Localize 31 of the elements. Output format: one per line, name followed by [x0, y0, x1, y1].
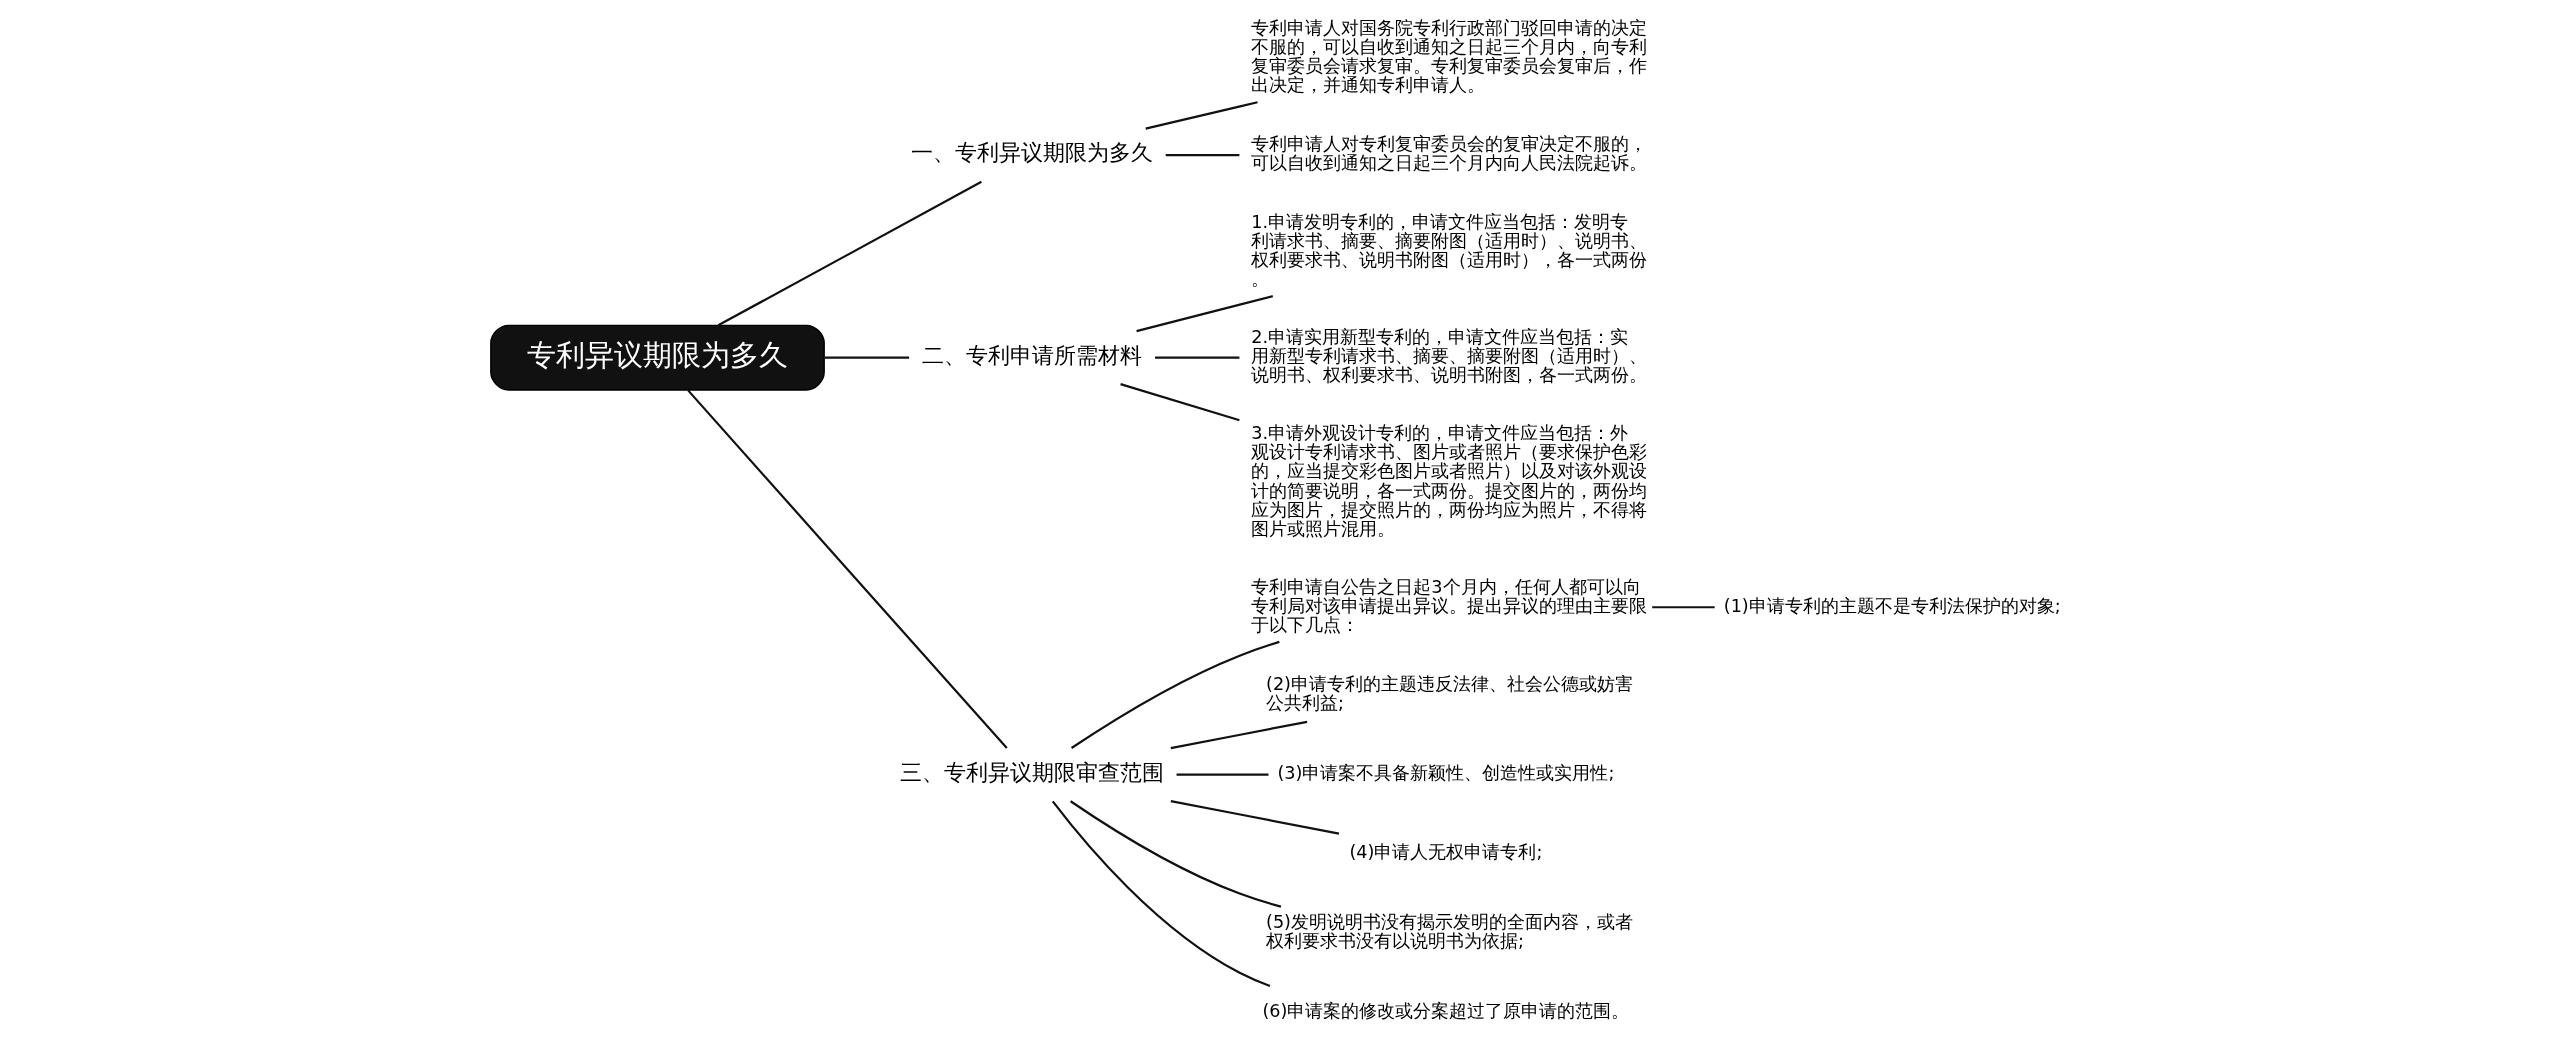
- connector: [1051, 800, 1271, 988]
- node-text: 二、专利申请所需材料: [921, 342, 1142, 368]
- connector: [1652, 606, 1715, 609]
- connector: [717, 180, 982, 327]
- connector: [1170, 800, 1340, 835]
- connector: [1070, 640, 1280, 749]
- connector: [1170, 720, 1308, 750]
- connector: [824, 356, 910, 359]
- connector: [1155, 356, 1240, 359]
- connector: [1120, 383, 1240, 422]
- node-text: (2)申请专利的主题违反法律、社会公德或妨害公共利益;: [1266, 674, 1634, 714]
- node-text: (1)申请专利的主题不是专利法保护的对象;: [1723, 595, 2061, 616]
- node-text: (4)申请人无权申请专利;: [1349, 842, 1543, 863]
- node-box: 专利异议期限为多久: [490, 324, 825, 391]
- connector: [1070, 800, 1282, 908]
- connector: [1145, 101, 1258, 130]
- connector: [1176, 773, 1269, 776]
- node-text: 三、专利异议期限审查范围: [899, 759, 1164, 785]
- connector: [687, 389, 1008, 749]
- connector: [1136, 295, 1274, 333]
- node-text: 专利申请自公告之日起3个月内，任何人都可以向专利局对该申请提出异议。提出异议的理由主要限于以下几点：: [1251, 576, 1648, 635]
- node-text: 专利申请人对专利复审委员会的复审决定不服的，可以自收到通知之日起三个月内向人民法院起诉。: [1251, 134, 1648, 174]
- node-text: (6)申请案的修改或分案超过了原申请的范围。: [1262, 1001, 1630, 1022]
- node-text: 一、专利异议期限为多久: [910, 140, 1153, 166]
- node-text: 1.申请发明专利的，申请文件应当包括：发明专利请求书、摘要、摘要附图（适用时）、说明书、权利要求书、说明书附图（适用时），各一式两份。: [1251, 211, 1648, 290]
- connector: [1165, 153, 1240, 157]
- node-text: 3.申请外观设计专利的，申请文件应当包括：外观设计专利请求书、图片或者照片（要求保护色彩的，应当提交彩色图片或者照片）以及对该外观设计的简要说明，各一式两份。提交图片的，两份均应为图片，提交照片的，两份均应为照片，不得将图片或照片混用。: [1251, 423, 1648, 539]
- node-text: 专利申请人对国务院专利行政部门驳回申请的决定不服的，可以自收到通知之日起三个月内，向专利复审委员会请求复审。专利复审委员会复审后，作出决定，并通知专利申请人。: [1251, 18, 1648, 96]
- node-text: (5)发明说明书没有揭示发明的全面内容，或者权利要求书没有以说明书为依据;: [1266, 912, 1634, 952]
- node-text: 2.申请实用新型专利的，申请文件应当包括：实用新型专利请求书、摘要、摘要附图（适用时）、说明书、权利要求书、说明书附图，各一式两份。: [1251, 327, 1648, 386]
- node-text: (3)申请案不具备新颖性、创造性或实用性;: [1277, 763, 1615, 784]
